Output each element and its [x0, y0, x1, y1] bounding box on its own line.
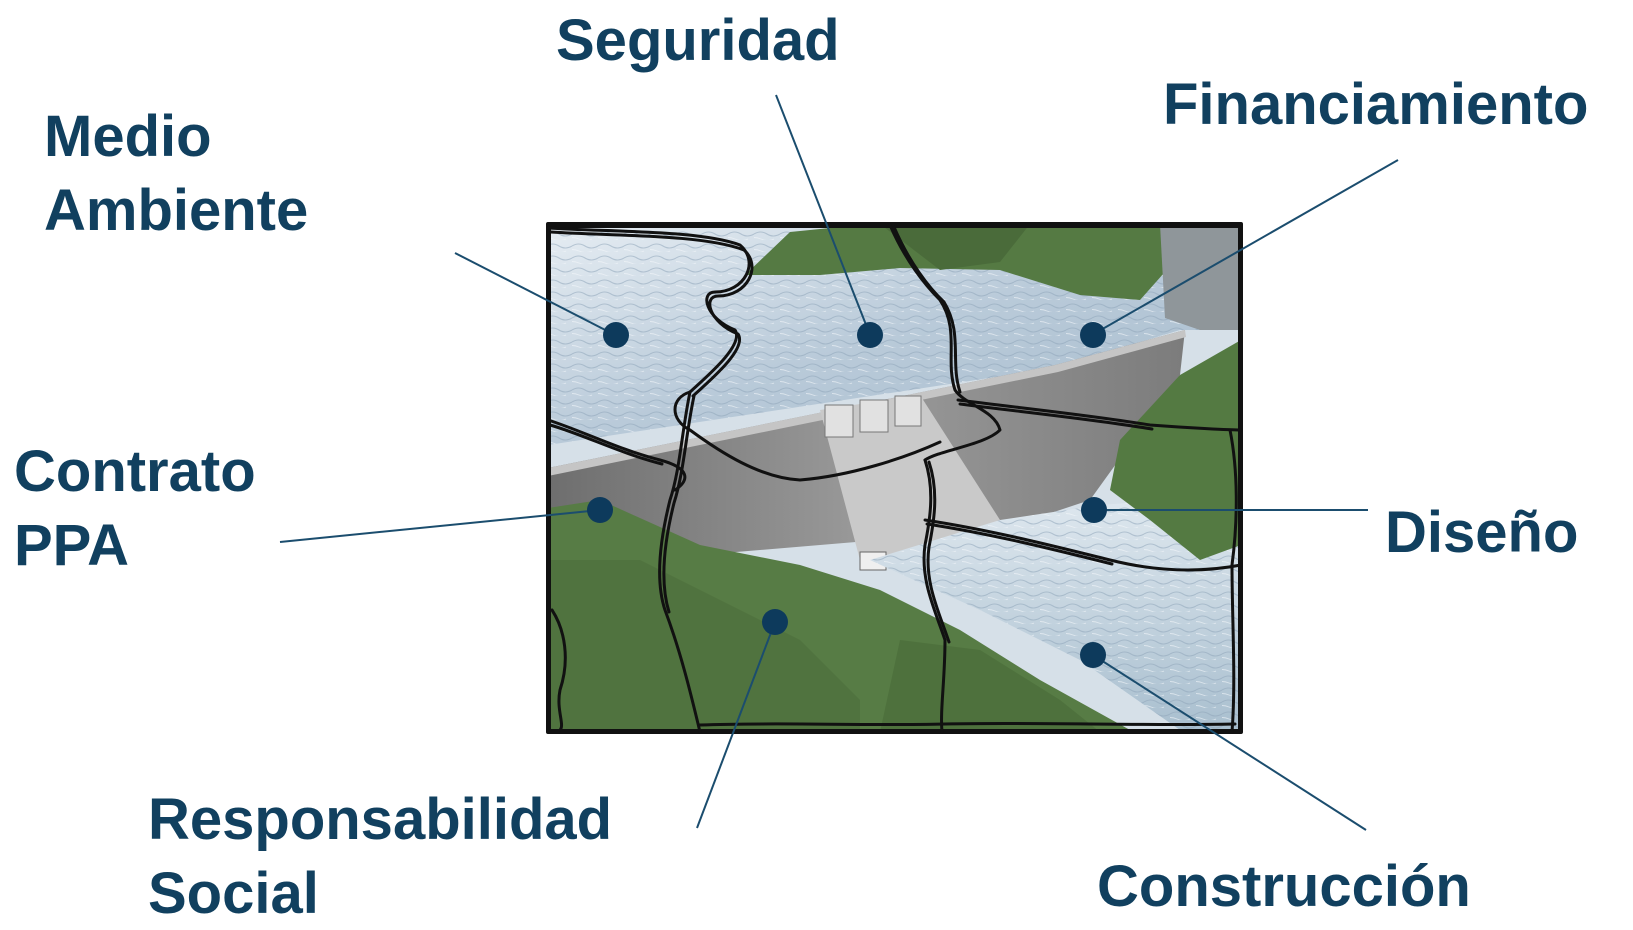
- marker-medio-ambiente: [603, 322, 629, 348]
- label-responsabilidad-social: Responsabilidad Social: [148, 787, 613, 926]
- marker-construccion: [1080, 642, 1106, 668]
- label-contrato-ppa: Contrato PPA: [14, 439, 256, 578]
- leader-line-construccion: [1092, 654, 1367, 831]
- label-seguridad: Seguridad: [556, 8, 840, 73]
- leader-line-responsabilidad: [696, 621, 776, 829]
- leader-line-contrato: [279, 509, 601, 543]
- leader-line-medio-ambiente: [454, 252, 616, 336]
- leader-line-financiamiento: [1091, 159, 1399, 336]
- hill-right: [1110, 340, 1241, 560]
- label-medio-ambiente: Medio Ambiente: [44, 104, 309, 243]
- marker-financiamiento: [1080, 322, 1106, 348]
- marker-seguridad: [857, 322, 883, 348]
- label-diseno: Diseño: [1385, 500, 1579, 565]
- marker-responsabilidad: [762, 609, 788, 635]
- leader-line-seguridad: [775, 94, 871, 336]
- spillway: [820, 395, 1000, 560]
- marker-diseno: [1081, 497, 1107, 523]
- dam-picture: [548, 224, 1241, 732]
- marker-contrato: [587, 497, 613, 523]
- puzzle-outline: [546, 222, 1243, 734]
- markers: [587, 322, 1107, 668]
- label-construccion: Construcción: [1097, 854, 1471, 919]
- leader-lines: [279, 94, 1399, 831]
- label-financiamiento: Financiamiento: [1163, 72, 1589, 137]
